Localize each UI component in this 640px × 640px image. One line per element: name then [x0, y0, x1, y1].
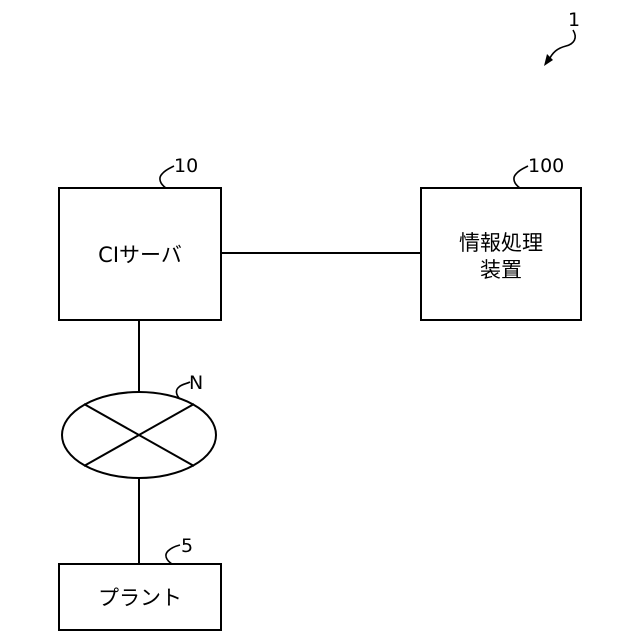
info-device-label-line-2: 装置	[480, 258, 522, 282]
plant-ref-leader	[166, 545, 180, 564]
ci-server-node: CIサーバ 10	[59, 155, 221, 320]
network-ref: N	[189, 372, 203, 394]
figure-ref-label: 1	[568, 9, 580, 31]
plant-label: プラント	[98, 586, 182, 610]
info-device-ref-leader	[514, 166, 528, 188]
figure-ref-arrow	[548, 30, 575, 62]
ci-server-ref: 10	[174, 155, 198, 177]
info-device-ref: 100	[528, 155, 564, 177]
plant-ref: 5	[181, 535, 193, 557]
ci-server-label: CIサーバ	[98, 243, 182, 267]
info-device-label-line-1: 情報処理	[459, 231, 543, 255]
network-ref-leader	[176, 382, 190, 399]
info-device-node: 情報処理 装置 100	[421, 155, 581, 320]
ci-server-ref-leader	[160, 166, 174, 188]
